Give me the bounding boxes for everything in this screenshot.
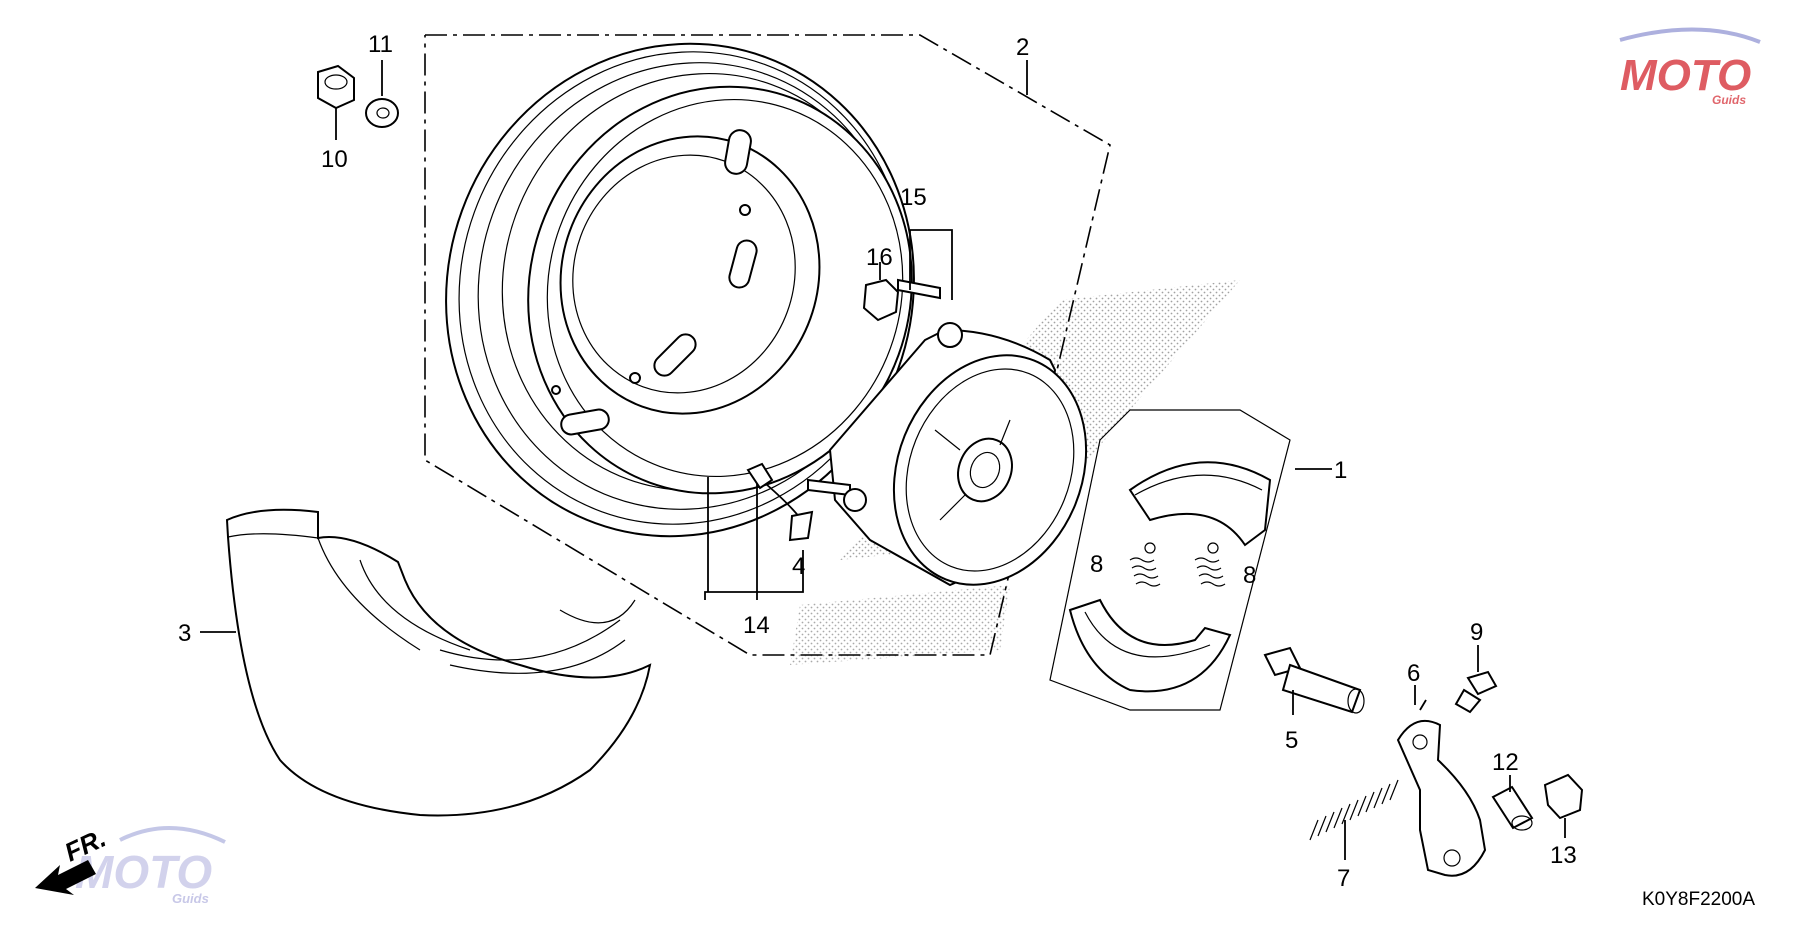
callout-4: 4: [792, 553, 805, 580]
leader-lines: [200, 60, 1566, 860]
watermark-brand: MOTO: [1620, 51, 1751, 100]
callout-7: 7: [1337, 865, 1350, 892]
nut-part-16: [862, 278, 900, 322]
washer-part-11: [365, 98, 399, 128]
brake-shoe-lower: [1068, 598, 1232, 693]
hub-drum-part: [807, 278, 1088, 587]
return-spring-part-7: [1309, 779, 1399, 841]
callout-10: 10: [321, 146, 348, 173]
callout-12: 12: [1492, 749, 1519, 776]
callout-6: 6: [1407, 660, 1420, 687]
brake-spring-left: [1129, 542, 1161, 587]
callout-8a: 8: [1090, 551, 1103, 578]
valve-part-4: [746, 462, 814, 542]
svg-text:MOTO: MOTO: [1620, 51, 1751, 100]
nut-part-10: [317, 64, 355, 110]
watermark-sub-bottom: Guids: [172, 891, 209, 906]
nut-part-13: [1543, 773, 1584, 820]
diagram-reference-code: K0Y8F2200A: [1642, 889, 1755, 910]
watermark-sub: Guids: [1712, 93, 1746, 107]
wheel-rim-part: [445, 42, 915, 538]
callout-5: 5: [1285, 727, 1298, 754]
brake-shoe-upper: [1128, 461, 1272, 547]
callout-11: 11: [368, 31, 393, 58]
callout-3: 3: [178, 620, 191, 647]
assembly-boundary-brake: [1049, 409, 1291, 711]
callout-labels: 1 2 3 4 5 6 7 8 8 9 10 11 12 13 14 15 16: [178, 31, 1577, 892]
cam-shaft-part-5: [1263, 646, 1365, 714]
brake-arm-part-6: [1396, 699, 1487, 877]
brake-spring-right: [1194, 542, 1226, 587]
callout-13: 13: [1550, 842, 1577, 869]
watermark-brand-bottom: MOTO: [75, 846, 212, 898]
callout-1: 1: [1334, 457, 1347, 484]
callout-15: 15: [900, 184, 927, 211]
tire-tube-part: [225, 508, 652, 817]
callout-9: 9: [1470, 619, 1483, 646]
watermark-logo-top: MOTO Guids: [1619, 27, 1761, 107]
callout-8b: 8: [1243, 562, 1256, 589]
watermark-logo-bottom: MOTO Guids: [75, 826, 226, 906]
callout-14: 14: [743, 612, 770, 639]
bolt-part-9: [1454, 670, 1498, 714]
assembly-boundary-wheel: [424, 34, 1111, 656]
callout-16: 16: [866, 244, 893, 271]
callout-2: 2: [1016, 34, 1029, 61]
collar-part-12: [1491, 785, 1534, 831]
